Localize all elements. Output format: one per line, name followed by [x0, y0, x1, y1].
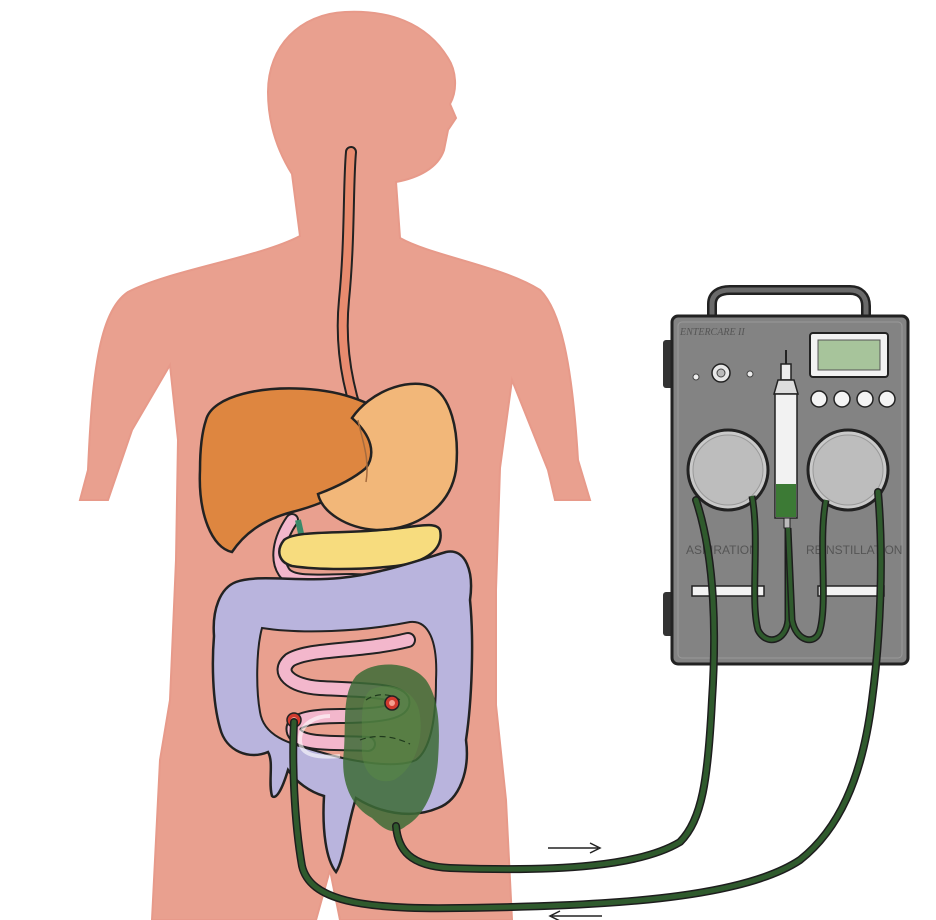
device-brand-label: ENTERCARE II	[679, 327, 745, 338]
aspiration-port	[385, 696, 399, 710]
reinstillation-clamp	[818, 586, 884, 596]
device-display-screen	[818, 340, 880, 370]
aspiration-pump	[688, 430, 768, 510]
power-knob[interactable]	[712, 364, 730, 382]
contamination-zone	[343, 664, 439, 831]
indicator-light-2	[747, 371, 753, 377]
control-button-4[interactable]	[879, 391, 895, 407]
control-button-3[interactable]	[857, 391, 873, 407]
control-button-2[interactable]	[834, 391, 850, 407]
aspiration-label: ASPIRATION	[686, 543, 758, 557]
control-button-1[interactable]	[811, 391, 827, 407]
indicator-light	[693, 374, 699, 380]
